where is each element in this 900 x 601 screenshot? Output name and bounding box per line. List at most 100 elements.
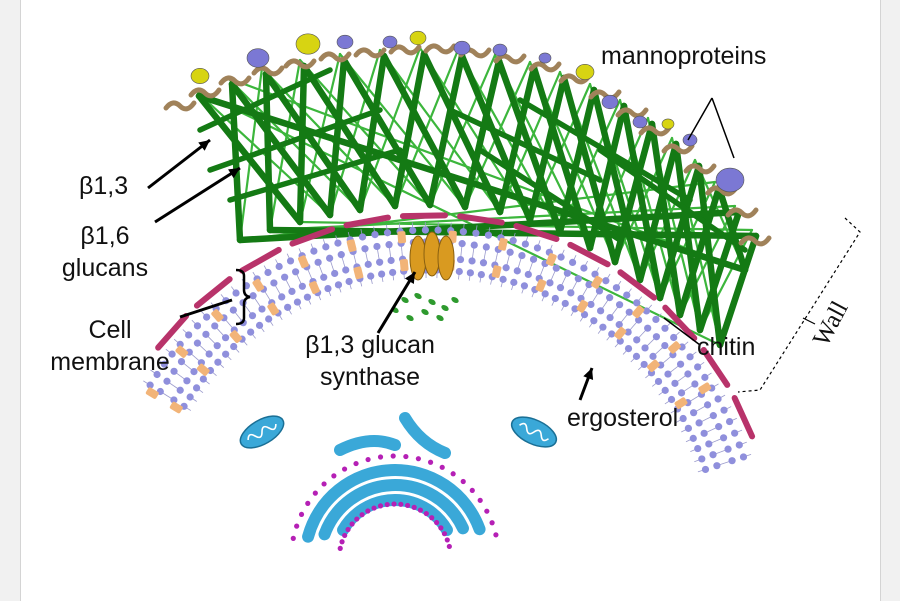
lipid-head (286, 257, 295, 265)
lipid-head (705, 440, 713, 448)
mannoprotein-purple (715, 167, 745, 193)
glucan-fiber-thick (590, 86, 644, 284)
ribosome-dot (377, 454, 384, 460)
membrane-brace (235, 268, 251, 326)
glucan-product-particle (436, 314, 444, 322)
lipid-head (520, 282, 529, 290)
lipid-head (232, 289, 240, 297)
lipid-head (421, 226, 429, 234)
ergosterol-molecule (614, 326, 627, 340)
lipid-head (541, 290, 549, 298)
glucan-fiber-thin (298, 58, 432, 207)
lipid-head (624, 344, 633, 353)
lipid-head (303, 293, 312, 301)
lipid-head (587, 300, 595, 309)
ergosterol-molecule (535, 279, 547, 293)
glucan-fiber-thick (695, 162, 724, 349)
mannan-chain (188, 87, 222, 99)
ergosterol-molecule (397, 231, 407, 244)
glucan-fiber-cross (477, 147, 623, 243)
ergosterol-molecule (674, 397, 688, 409)
glucan-fiber-thick (420, 50, 504, 216)
lipid-head (434, 226, 442, 234)
ribosome-dot (321, 481, 327, 487)
mannan-chain (615, 107, 649, 119)
lipid-head (654, 377, 663, 386)
chitin-fiber (567, 241, 611, 268)
lipid-head (214, 358, 222, 366)
lipid-head (661, 386, 669, 394)
lipid-head (373, 242, 381, 251)
glucan-fiber-cross (207, 107, 383, 173)
ribosome-dot (349, 521, 355, 527)
lipid-head (580, 264, 588, 272)
wall-bracket-tick (802, 317, 816, 325)
glucan-fiber-thick (526, 74, 568, 224)
lipid-head (288, 287, 296, 295)
lipid-head (324, 284, 332, 293)
lipid-head (701, 373, 709, 381)
mannan-chain (661, 143, 695, 155)
glucan-product-particle (421, 308, 429, 316)
mannoprotein-yellow (661, 118, 675, 130)
label-synthase-line2: synthase (319, 363, 421, 391)
lipid-head (409, 226, 417, 235)
mannan-chain (283, 58, 317, 70)
lipid-head (468, 257, 476, 265)
glucan-product-particle (406, 314, 414, 322)
mannoprotein-purple (336, 34, 354, 50)
mannan-chain (388, 44, 422, 56)
lipid-head (270, 279, 278, 287)
mitochondrion (510, 416, 558, 448)
label-synthase-line1: β1,3 glucan (305, 331, 435, 359)
mannan-chain (738, 235, 772, 247)
ergosterol-molecule (145, 387, 159, 399)
lipid-head (546, 279, 554, 287)
lipid-head (719, 434, 728, 442)
glucan-synthase (391, 231, 459, 322)
ribosome-dot (298, 511, 305, 518)
ribosome-dot (371, 505, 377, 511)
mannan-chain (318, 51, 352, 63)
lipid-head (595, 287, 604, 295)
ergosterol-molecule (346, 239, 357, 252)
ribosome-dot (377, 503, 384, 509)
lipid-head (314, 258, 322, 266)
lipid-head (183, 377, 191, 385)
lipid-head (635, 316, 643, 324)
ribosome-dot (438, 525, 444, 531)
ergosterol-molecule (175, 345, 189, 358)
membrane-pointer-line (179, 298, 233, 319)
ribosome-dot (359, 512, 365, 518)
glucan-fiber-thick (461, 57, 503, 211)
lipid-head (623, 291, 631, 299)
lipid-head (326, 254, 334, 262)
lipid-head (590, 317, 598, 325)
lipid-head (524, 270, 532, 279)
lipid-head (170, 367, 178, 375)
lipid-head (556, 284, 565, 292)
mannoprotein-layer (163, 30, 772, 247)
lipid-head (222, 350, 230, 358)
lipid-head (615, 321, 623, 329)
arrow-beta16-head (228, 168, 240, 179)
ribosome-dot (342, 532, 348, 539)
mannan-chain (528, 61, 562, 73)
chitin-fiber (155, 313, 190, 351)
ribosome-dot (337, 545, 343, 551)
mannoprotein-purple (492, 43, 508, 57)
lipid-head (698, 455, 706, 463)
mannoprotein-yellow (575, 64, 595, 80)
ergosterol-molecule (252, 278, 265, 292)
lipid-head (342, 266, 350, 274)
lipid-head (574, 275, 582, 283)
chitin-fiber (457, 213, 505, 226)
lipid-head (585, 281, 593, 289)
glucan-fiber-thick (696, 208, 743, 334)
ribosome-dot (312, 490, 318, 496)
lipid-head (248, 312, 257, 320)
lipid-head (479, 259, 488, 267)
chitin-fiber (343, 214, 391, 229)
ribosome-dot (469, 487, 475, 494)
lipid-head (667, 395, 676, 404)
